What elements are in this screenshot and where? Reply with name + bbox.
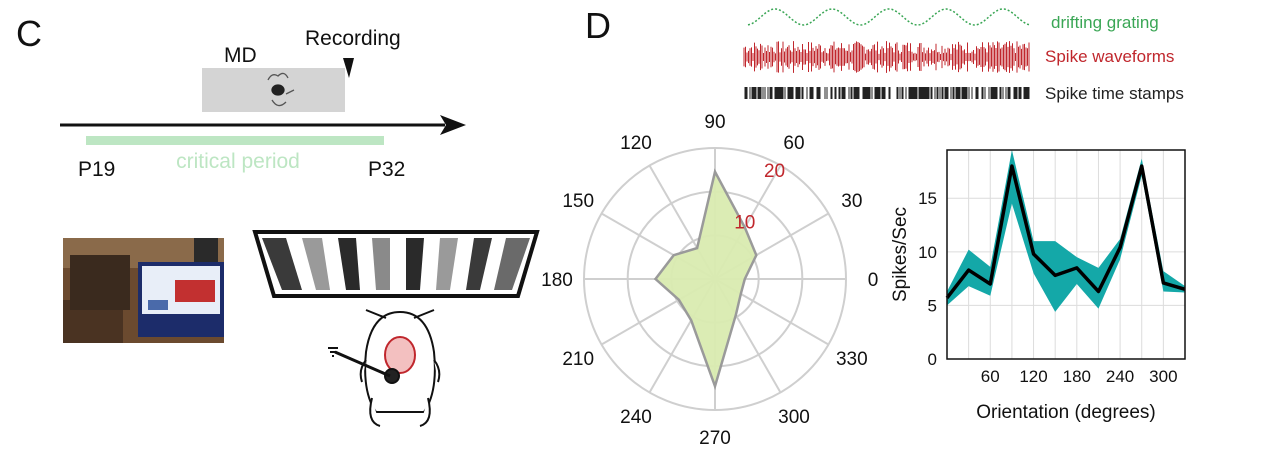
- polar-angle-label: 330: [836, 349, 868, 370]
- confidence-band: [947, 150, 1185, 312]
- polar-angle-label: 300: [778, 407, 810, 428]
- polar-angle-label: 240: [620, 407, 652, 428]
- grating-legend-label: drifting grating: [1051, 13, 1159, 32]
- end-age-label: P32: [368, 158, 405, 181]
- polar-angle-label: 90: [704, 112, 725, 133]
- timeline-arrow-icon: [440, 115, 466, 135]
- polar-angle-label: 30: [841, 191, 862, 212]
- x-axis-title: Orientation (degrees): [976, 402, 1156, 423]
- recording-arrow-icon: [343, 58, 354, 78]
- y-tick-label: 5: [928, 296, 937, 315]
- mouse-recording-icon: [328, 309, 441, 427]
- polar-angle-label: 60: [783, 133, 804, 154]
- polar-radius-label: 10: [734, 213, 755, 234]
- polar-angle-label: 270: [699, 428, 731, 449]
- y-axis-title: Spikes/Sec: [890, 207, 911, 302]
- polar-angle-label: 180: [541, 270, 573, 291]
- panel-d-label: D: [585, 5, 611, 46]
- y-tick-label: 0: [928, 350, 937, 369]
- polar-angle-label: 120: [620, 133, 652, 154]
- waveform-legend-label: Spike waveforms: [1045, 47, 1174, 66]
- recording-label: Recording: [305, 27, 401, 50]
- polar-tuning-plot: 0 30 60 90 120 150 180 210 240 270 300 330 10 20: [541, 112, 878, 449]
- x-tick-label: 240: [1106, 367, 1134, 386]
- lab-photo: [63, 238, 224, 343]
- stimulus-monitor: [252, 230, 540, 298]
- y-tick-label: 15: [918, 189, 937, 208]
- start-age-label: P19: [78, 158, 115, 181]
- polar-angle-label: 210: [562, 349, 594, 370]
- panel-c-label: C: [16, 13, 42, 54]
- timestamp-legend-label: Spike time stamps: [1045, 84, 1184, 103]
- mean-response-line: [945, 164, 1186, 299]
- plot-frame: [946, 149, 1186, 360]
- y-tick-label: 10: [918, 243, 937, 262]
- polar-radius-label: 20: [764, 161, 785, 182]
- mouse-eye-icon: [267, 72, 295, 107]
- spike-timestamp-trace: [744, 87, 1030, 99]
- critical-period-label: critical period: [176, 150, 300, 173]
- grating-waveform: [747, 8, 1031, 26]
- polar-angle-label: 0: [868, 270, 879, 291]
- x-tick-label: 300: [1149, 367, 1177, 386]
- polar-angle-label: 150: [562, 191, 594, 212]
- polar-response-polygon: [653, 168, 758, 391]
- x-tick-label: 60: [981, 367, 1000, 386]
- spike-waveform-trace: [743, 41, 1030, 73]
- x-tick-label: 120: [1019, 367, 1047, 386]
- critical-period-bar: [86, 136, 384, 145]
- x-tick-label: 180: [1063, 367, 1091, 386]
- md-label: MD: [224, 44, 257, 67]
